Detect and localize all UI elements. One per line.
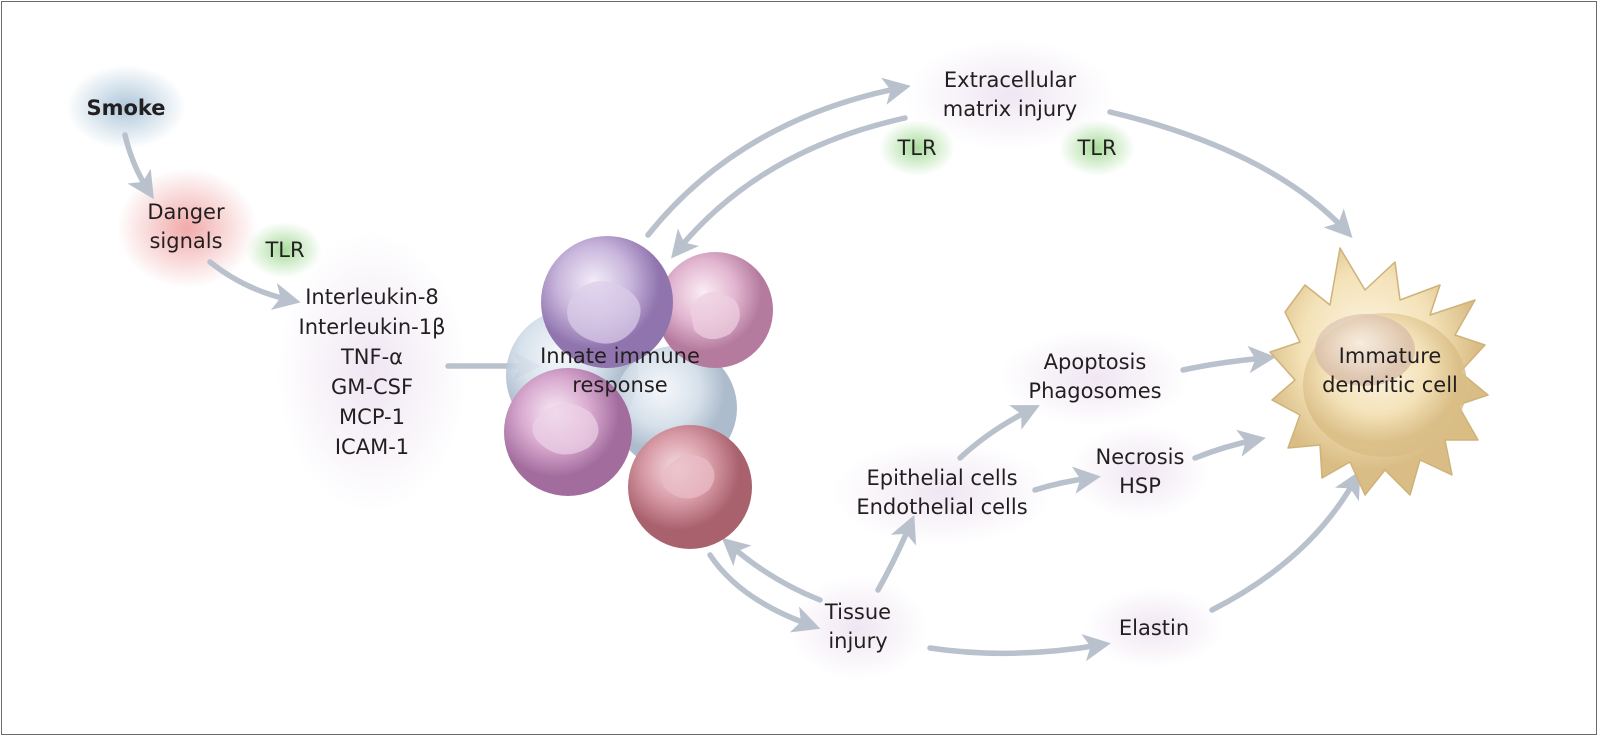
arrow-ecm-to-innate — [671, 115, 908, 259]
arrow-tissue-to-innate — [721, 537, 823, 603]
apoptosis-phagosomes-label: Apoptosis Phagosomes — [1028, 350, 1162, 403]
mediator-item: Interleukin-1β — [298, 315, 446, 339]
arrow-necrosis-to-dc — [1192, 429, 1266, 461]
arrow-tissue-to-elastin — [927, 634, 1111, 662]
mediator-item: GM-CSF — [330, 375, 414, 399]
innate-immune-cell-cluster — [504, 236, 773, 549]
arrows — [122, 77, 1361, 662]
mediator-item: MCP-1 — [339, 405, 405, 429]
tlr-top-right-label: TLR — [1077, 136, 1117, 160]
label-glows — [66, 40, 1224, 680]
arrow-tissue-to-epithelial — [875, 514, 917, 593]
tlr-left-label: TLR — [265, 238, 305, 262]
tlr-top-left-label: TLR — [897, 136, 937, 160]
arrow-elastin-to-dc — [1209, 470, 1361, 613]
danger-signals-label: Danger signals — [147, 200, 225, 253]
arrow-apoptosis-to-dc — [1180, 345, 1276, 374]
tissue-injury-label: Tissue injury — [824, 600, 892, 653]
mediator-item: Interleukin-8 — [305, 285, 439, 309]
smoke-label: Smoke — [86, 96, 166, 120]
immature-dendritic-cell-label: Immature dendritic cell — [1322, 344, 1458, 397]
elastin-label: Elastin — [1118, 616, 1190, 640]
arrow-innate-to-ecm — [645, 77, 911, 238]
necrosis-hsp-label: Necrosis HSP — [1095, 445, 1185, 498]
epithelial-endothelial-label: Epithelial cells Endothelial cells — [856, 466, 1028, 519]
arrow-epithelial-to-apoptosis — [957, 405, 1040, 461]
innate-immune-response-label: Innate immune response — [540, 344, 700, 397]
arrow-smoke-to-danger — [122, 132, 154, 200]
mediator-item: TNF-α — [340, 345, 404, 369]
arrow-innate-to-tissue — [707, 552, 821, 633]
arrow-epithelial-to-necrosis — [1032, 466, 1101, 494]
arrow-ecm-to-dc — [1107, 109, 1353, 239]
dendritic-cell-graphic — [1269, 247, 1489, 496]
arrow-danger-to-mediators — [207, 259, 301, 310]
mediator-item: ICAM-1 — [334, 435, 410, 459]
extracellular-matrix-injury-label: Extracellular matrix injury — [942, 68, 1078, 121]
